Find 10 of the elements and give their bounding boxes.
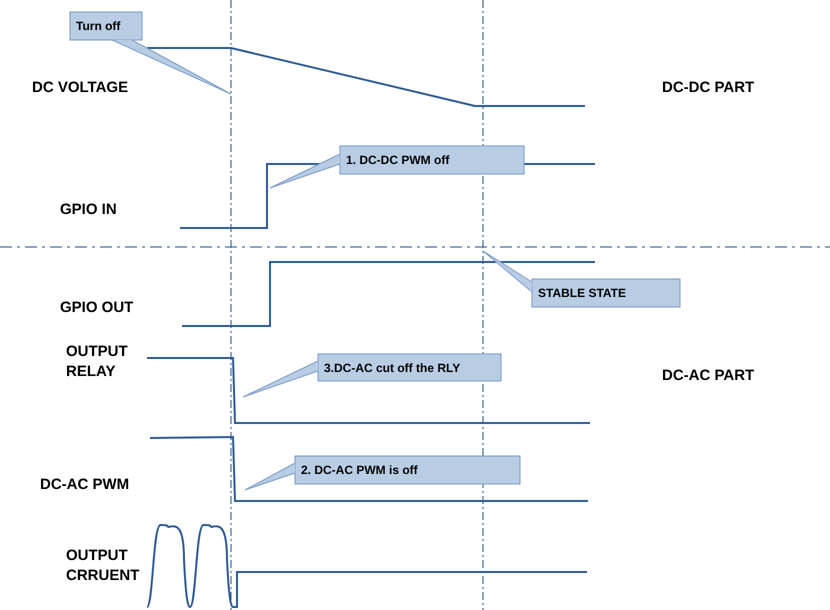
section-label: DC-DC PART xyxy=(662,78,754,98)
section-label: DC-AC PART xyxy=(662,366,754,386)
signal-label: GPIO OUT xyxy=(60,298,134,318)
signal-label: OUTPUT RELAY xyxy=(66,342,129,382)
signal-label: GPIO IN xyxy=(60,200,117,220)
signal-label: DC-AC PWM xyxy=(40,475,130,495)
callout-balloon: 3.DC-AC cut off the RLY xyxy=(243,354,501,397)
signal-label: DC VOLTAGE xyxy=(32,78,128,98)
signal-label: OUTPUT CRRUENT xyxy=(66,546,140,586)
callout-balloon: STABLE STATE xyxy=(483,251,680,307)
